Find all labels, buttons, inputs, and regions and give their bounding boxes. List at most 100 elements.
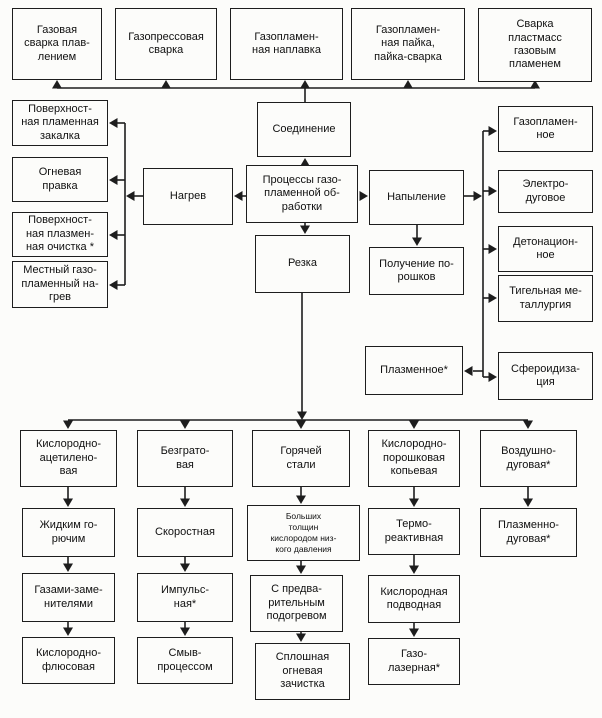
box-label: Газами-заме- нителями xyxy=(34,584,103,610)
arrowhead-down xyxy=(296,420,306,429)
diagram-box-mestny-nagrev: Местный газо- пламенный на- грев xyxy=(12,261,108,308)
arrowhead-left xyxy=(109,118,118,128)
diagram-box-plazmennaya-ochistka: Поверхност- ная плазмен- ная очистка * xyxy=(12,212,108,257)
diagram-box-zhidkim-goryuchim: Жидким го- рючим xyxy=(22,508,115,557)
diagram-box-goryachei-stali: Горячей стали xyxy=(252,430,350,487)
box-label: Получение по- рошков xyxy=(379,257,454,283)
box-label: Поверхност- ная плазмен- ная очистка * xyxy=(25,214,95,254)
diagram-box-sferoidizaciya: Сфероидиза- ция xyxy=(498,352,593,400)
diagram-box-impulsnaya: Импульс- ная* xyxy=(137,573,233,622)
diagram-box-gazoplamennaya-naplavka: Газопламен- ная наплавка xyxy=(230,8,343,80)
diagram-box-detonacionnoe: Детонацион- ное xyxy=(498,226,593,272)
arrowhead-down xyxy=(180,420,190,429)
arrowhead-up xyxy=(530,80,540,89)
diagram-box-kislorodno-flyusovaya: Кислородно- флюсовая xyxy=(22,637,115,684)
diagram-box-rezka: Резка xyxy=(255,235,350,293)
diagram-box-kislorodno-poroshkovaya: Кислородно- порошковая копьевая xyxy=(368,430,460,487)
box-label: Горячей стали xyxy=(280,445,322,471)
box-label: Напыление xyxy=(387,190,446,203)
arrowhead-down xyxy=(63,627,73,636)
box-label: Сварка пластмасс газовым пламенем xyxy=(508,18,562,71)
box-label: Воздушно- дуговая* xyxy=(501,445,556,471)
box-label: Электро- дуговое xyxy=(522,178,569,204)
arrowhead-up xyxy=(300,80,310,89)
box-label: Газопламен- ное xyxy=(513,115,578,141)
arrowhead-left xyxy=(109,280,118,290)
box-label: Газопламен- ная пайка, пайка-сварка xyxy=(374,23,442,63)
diagram-box-s-predvaritelnym-podogrevom: С предва- рительным подогревом xyxy=(250,575,343,632)
diagram-box-smyv-processom: Смыв- процессом xyxy=(137,637,233,684)
diagram-box-gazami-zamenitelyami: Газами-заме- нителями xyxy=(22,573,115,622)
box-label: Сфероидиза- ция xyxy=(511,362,580,388)
arrowhead-up xyxy=(161,80,171,89)
diagram-box-ognevaya-pravka: Огневая правка xyxy=(12,157,108,202)
box-label: Поверхност- ная пламенная закалка xyxy=(21,102,99,142)
arrowhead-down xyxy=(523,498,533,507)
arrowhead-left xyxy=(109,175,118,185)
arrowhead-right xyxy=(359,191,368,201)
box-label: Больших толщин кислородом низ- кого давл… xyxy=(270,510,337,555)
arrowhead-right xyxy=(488,126,497,136)
diagram-box-poverkhnostnaya-zakalka: Поверхност- ная пламенная закалка xyxy=(12,100,108,146)
diagram-box-gazoplamennaya-paika: Газопламен- ная пайка, пайка-сварка xyxy=(351,8,465,80)
box-label: Газо- лазерная* xyxy=(388,648,440,674)
box-label: Жидким го- рючим xyxy=(39,519,98,545)
arrowhead-down xyxy=(180,563,190,572)
box-label: Скоростная xyxy=(155,525,215,538)
box-label: Газопрессовая сварка xyxy=(128,30,204,56)
box-label: Кислородно- порошковая копьевая xyxy=(381,438,447,478)
diagram-box-bolshikh-tolshchin: Больших толщин кислородом низ- кого давл… xyxy=(247,505,360,561)
arrowhead-down xyxy=(523,420,533,429)
box-label: Плазменное* xyxy=(380,363,448,376)
box-label: Местный газо- пламенный на- грев xyxy=(21,264,99,304)
box-label: Плазменно- дуговая* xyxy=(498,519,559,545)
box-label: Соединение xyxy=(272,122,336,135)
arrowhead-down xyxy=(63,420,73,429)
box-label: Газопламен- ная наплавка xyxy=(252,30,321,56)
box-label: Кислородная подводная xyxy=(380,585,448,611)
arrowhead-down xyxy=(296,495,306,504)
arrowhead-right xyxy=(488,293,497,303)
diagram-box-sploshnaya-zachistka: Сплошная огневая зачистка xyxy=(255,643,350,700)
diagram-box-kislorodnaya-podvodnaya: Кислородная подводная xyxy=(368,575,460,623)
diagram-box-poluchenie-poroshkov: Получение по- рошков xyxy=(369,247,464,295)
diagram-box-napylenie: Напыление xyxy=(369,170,464,225)
arrowhead-up xyxy=(403,80,413,89)
arrowhead-up xyxy=(300,158,310,167)
arrowhead-down xyxy=(412,237,422,246)
diagram-box-hub-processy: Процессы газо- пламенной об- работки xyxy=(246,165,358,223)
diagram-box-gazopressovaya-svarka: Газопрессовая сварка xyxy=(115,8,217,80)
diagram-box-nagrev: Нагрев xyxy=(143,168,233,225)
diagram-box-kislorodno-acetilenovaya: Кислородно- ацетилено- вая xyxy=(20,430,117,487)
diagram-box-bezgratovaya: Безграто- вая xyxy=(137,430,233,487)
arrowhead-left xyxy=(109,230,118,240)
box-label: Резка xyxy=(288,257,317,270)
diagram-box-termoreaktivnaya: Термо- реактивная xyxy=(368,508,460,555)
arrowhead-right xyxy=(488,244,497,254)
arrowhead-down xyxy=(409,420,419,429)
box-label: Нагрев xyxy=(169,189,207,202)
diagram-box-gazoplamennoe: Газопламен- ное xyxy=(498,106,593,152)
diagram-box-soedinenie: Соединение xyxy=(257,102,351,157)
arrowhead-down xyxy=(180,627,190,636)
arrowhead-down xyxy=(63,498,73,507)
arrowhead-down xyxy=(63,563,73,572)
arrowhead-down xyxy=(180,498,190,507)
arrowhead-left xyxy=(234,191,243,201)
arrowhead-left xyxy=(464,366,473,376)
arrowhead-down xyxy=(409,628,419,637)
diagram-box-vozdushno-dugovaya: Воздушно- дуговая* xyxy=(480,430,577,487)
box-label: Процессы газо- пламенной об- работки xyxy=(262,173,342,213)
box-label: Тигельная ме- таллургия xyxy=(509,285,582,311)
arrowhead-left xyxy=(126,191,135,201)
arrowhead-right xyxy=(488,372,497,382)
diagram-box-elektrodugovoe: Электро- дуговое xyxy=(498,170,593,213)
box-label: Смыв- процессом xyxy=(157,647,213,673)
diagram-box-skorostnaya: Скоростная xyxy=(137,508,233,557)
diagram-box-plazmennoe: Плазменное* xyxy=(365,346,463,395)
arrowhead-down xyxy=(296,565,306,574)
arrowhead-down xyxy=(409,565,419,574)
diagram-box-svarka-plastmass: Сварка пластмасс газовым пламенем xyxy=(478,8,592,82)
box-label: Огневая правка xyxy=(38,166,82,192)
